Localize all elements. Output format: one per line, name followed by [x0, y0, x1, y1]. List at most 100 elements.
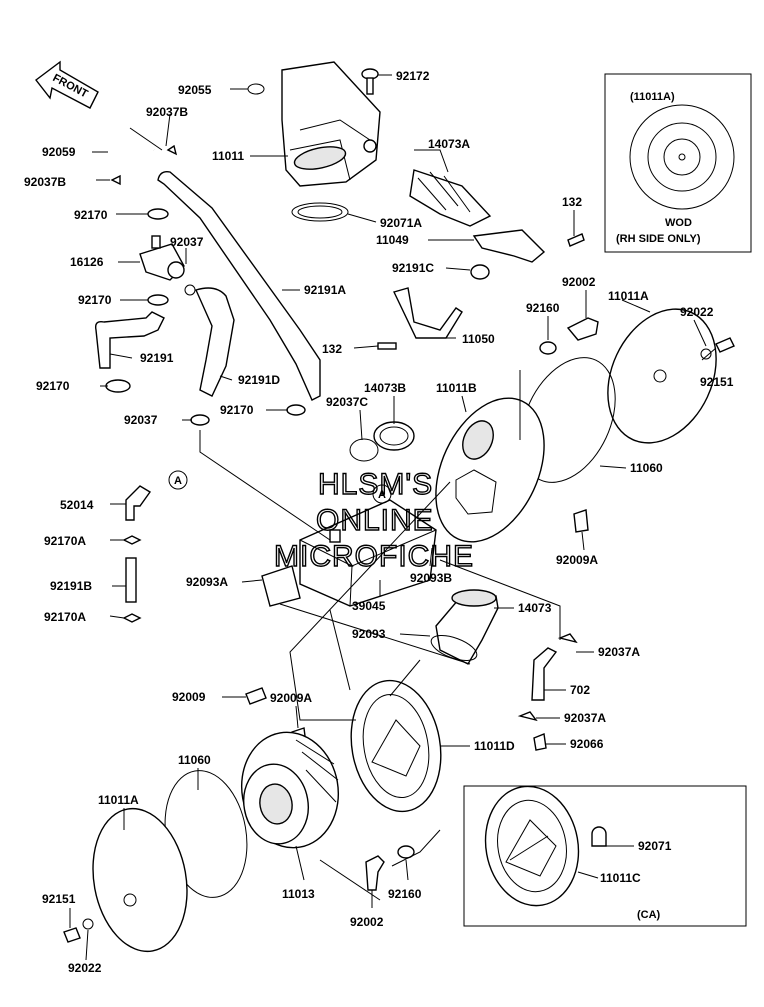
- screw-92151-lower: [63, 927, 81, 943]
- part-label: 92170: [220, 403, 254, 417]
- part-label: 92009: [172, 690, 206, 704]
- housing-39045: [299, 499, 437, 607]
- cover-11011a-lower: [92, 807, 188, 953]
- part-label: 132: [322, 342, 342, 356]
- filter-11013: [240, 731, 340, 849]
- part-label: 92191B: [50, 579, 92, 593]
- part-label: 92037C: [326, 395, 368, 409]
- part-label: 11011: [212, 149, 244, 163]
- part-label: 39045: [352, 599, 386, 613]
- collar-92160-upper: [539, 341, 557, 355]
- svg-text:A: A: [378, 489, 386, 501]
- part-label: 92037: [170, 235, 204, 249]
- part-label: 92022: [68, 961, 102, 975]
- part-label: 92066: [570, 737, 604, 751]
- bracket-11049: [472, 229, 546, 263]
- part-label: 11013: [282, 887, 315, 901]
- part-label: 14073B: [364, 381, 406, 395]
- svg-text:A: A: [174, 475, 182, 487]
- part-label: 11050: [462, 332, 495, 346]
- watermark: HLSM'S ONLINE MICROFICHE: [273, 467, 474, 573]
- part-label: 92170A: [44, 534, 86, 548]
- part-label: 11011A: [608, 289, 649, 303]
- part-label: 92160: [388, 887, 422, 901]
- cover-11011a-upper: [607, 308, 717, 444]
- part-label: 11011B: [436, 381, 477, 395]
- part-label: 11011C: [600, 871, 641, 885]
- part-label: 92170: [74, 208, 108, 222]
- part-label: 11060: [178, 753, 211, 767]
- bolt-92002-upper: [566, 317, 599, 341]
- inset-top-title: (11011A): [630, 91, 675, 103]
- part-label: 92151: [42, 892, 76, 906]
- part-label: 92037A: [598, 645, 640, 659]
- housing-11011d: [350, 679, 442, 813]
- clip-icons: [105, 144, 306, 426]
- part-label: 702: [570, 683, 590, 697]
- part-label: 11011A: [98, 793, 139, 807]
- part-label: 92160: [526, 301, 560, 315]
- part-label: 92093: [352, 627, 386, 641]
- part-label: 11060: [630, 461, 663, 475]
- fitting-92066: [533, 733, 547, 751]
- part-label: 92093A: [186, 575, 228, 589]
- inset-top-note-2: (RH SIDE ONLY): [616, 233, 701, 245]
- hose-92191b: [125, 557, 137, 603]
- hose-702: [531, 647, 558, 701]
- part-label: 92151: [700, 375, 734, 389]
- part-label: 92009A: [556, 553, 598, 567]
- clamp-14073b: [373, 421, 415, 451]
- part-label: 14073: [518, 601, 552, 615]
- elbow-52014: [125, 485, 152, 521]
- front-arrow-icon: FRONT: [35, 60, 99, 109]
- hose-92191d: [195, 287, 235, 397]
- housing-11011b: [435, 397, 545, 543]
- inset-box-top: (11011A) WOD (RH SIDE ONLY): [604, 73, 752, 253]
- bolt-132-upper: [567, 233, 585, 247]
- part-label: 92037A: [564, 711, 606, 725]
- collar-92160-lower: [397, 845, 415, 859]
- part-label: 92071A: [380, 216, 422, 230]
- air-duct-11011: [281, 61, 381, 187]
- part-label: 92191D: [238, 373, 280, 387]
- bolt-92172: [361, 68, 379, 95]
- washer-92022-upper: [700, 348, 712, 360]
- part-label: 92055: [178, 83, 212, 97]
- bolt-92009a-mid: [573, 509, 589, 533]
- gasket-92093a: [261, 565, 301, 607]
- part-label: 132: [562, 195, 582, 209]
- part-label: 92009A: [270, 691, 312, 705]
- part-label: 92037: [124, 413, 158, 427]
- seal-11060-upper: [520, 357, 616, 483]
- part-label: 92191C: [392, 261, 434, 275]
- part-label: 92037B: [24, 175, 66, 189]
- bolt-132-lower: [377, 342, 397, 350]
- valve-16126: [139, 235, 185, 281]
- part-label: 92037B: [146, 105, 188, 119]
- part-label: 92093B: [410, 571, 452, 585]
- part-label: 92170: [78, 293, 112, 307]
- part-label: 92170: [36, 379, 70, 393]
- part-label: 92191: [140, 351, 174, 365]
- callout-a-center: [372, 484, 392, 504]
- bracket-11050: [393, 287, 463, 339]
- inset-top-note-1: WOD: [665, 217, 692, 229]
- hose-92191: [94, 311, 165, 369]
- watermark-line-2: ONLINE: [316, 504, 434, 537]
- o-ring-92055: [247, 83, 265, 95]
- boot-14073a: [409, 169, 492, 227]
- part-label: 14073A: [428, 137, 470, 151]
- inset-box-bottom: (CA): [463, 785, 747, 927]
- part-label: 11011D: [474, 739, 515, 753]
- screw-92151-upper: [715, 337, 735, 353]
- part-label: 92002: [562, 275, 596, 289]
- part-label: 92191A: [304, 283, 346, 297]
- part-label: 92022: [680, 305, 714, 319]
- part-label: 16126: [70, 255, 104, 269]
- washer-92022-lower: [82, 918, 94, 930]
- part-label: 92002: [350, 915, 384, 929]
- part-label: 92172: [396, 69, 430, 83]
- watermark-line-3: MICROFICHE: [274, 540, 474, 573]
- part-label: 92059: [42, 145, 76, 159]
